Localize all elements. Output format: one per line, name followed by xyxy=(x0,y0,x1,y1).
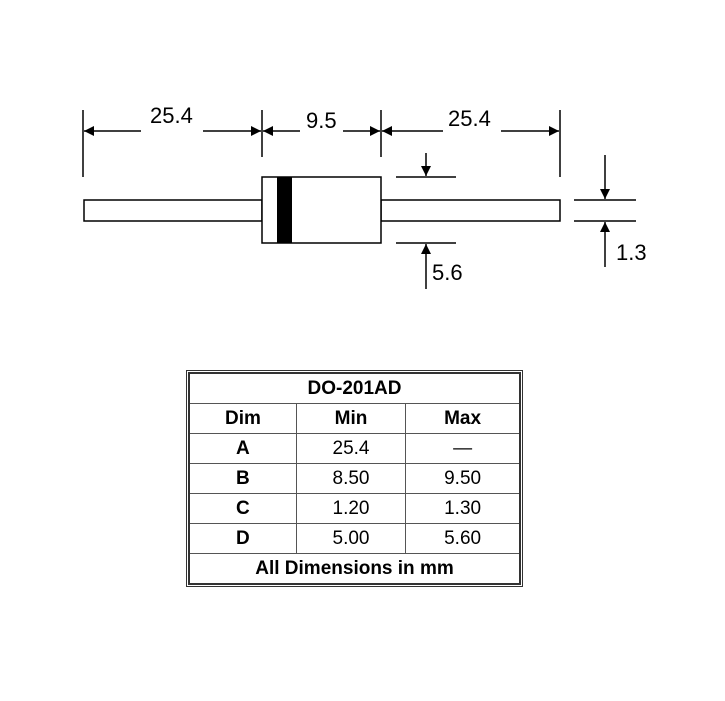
cell-min: 1.20 xyxy=(295,493,407,524)
right-lead xyxy=(380,199,561,222)
label-body-diameter: 5.6 xyxy=(432,260,463,285)
left-lead xyxy=(83,199,263,222)
table-footer: All Dimensions in mm xyxy=(188,553,521,585)
cell-dim: A xyxy=(188,433,297,464)
cell-dim: B xyxy=(188,463,297,494)
label-lead-diameter: 1.3 xyxy=(616,240,647,265)
header-dim: Dim xyxy=(188,403,297,434)
cell-max: 9.50 xyxy=(405,463,521,494)
cathode-band xyxy=(277,177,292,243)
table-row: B 8.50 9.50 xyxy=(188,463,521,494)
cell-max: 5.60 xyxy=(405,523,521,554)
label-left-lead-length: 25.4 xyxy=(150,103,193,128)
cell-dim: D xyxy=(188,523,297,554)
header-max: Max xyxy=(405,403,521,434)
table-row: C 1.20 1.30 xyxy=(188,493,521,524)
label-body-length: 9.5 xyxy=(306,108,337,133)
cell-min: 25.4 xyxy=(295,433,407,464)
cell-min: 8.50 xyxy=(295,463,407,494)
label-right-lead-length: 25.4 xyxy=(448,106,491,131)
table-header-row: Dim Min Max xyxy=(188,403,521,434)
cell-max: — xyxy=(405,433,521,464)
table-row: A 25.4 — xyxy=(188,433,521,464)
cell-dim: C xyxy=(188,493,297,524)
table-row: D 5.00 5.60 xyxy=(188,523,521,554)
table-title: DO-201AD xyxy=(188,372,521,404)
cell-min: 5.00 xyxy=(295,523,407,554)
header-min: Min xyxy=(295,403,407,434)
dimensions-table: DO-201AD Dim Min Max A 25.4 — B 8.50 9.5… xyxy=(186,370,523,587)
cell-max: 1.30 xyxy=(405,493,521,524)
